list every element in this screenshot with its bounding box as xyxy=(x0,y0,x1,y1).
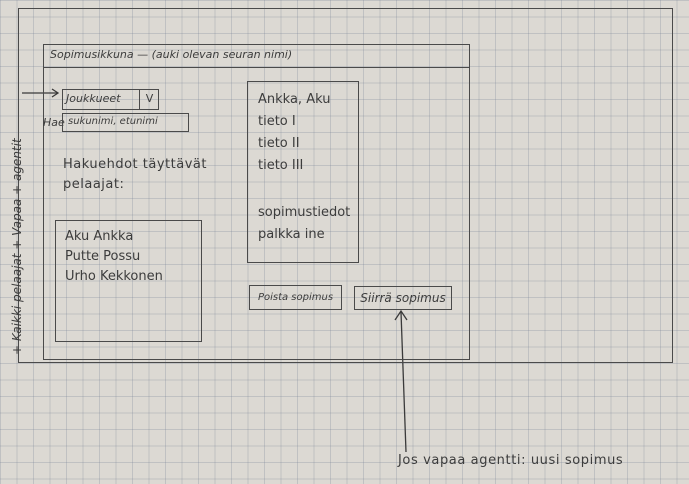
salary-info: palkka ine xyxy=(258,227,325,242)
search-label: Hae xyxy=(43,116,65,129)
bottom-annotation: Jos vapaa agentti: uusi sopimus xyxy=(398,453,624,468)
list-item[interactable]: Putte Possu xyxy=(65,249,141,264)
contract-info: sopimustiedot xyxy=(258,205,351,220)
detail-line: tieto II xyxy=(258,136,300,151)
list-item[interactable]: Aku Ankka xyxy=(65,229,134,244)
window-title: Sopimusikkuna — (auki olevan seuran nimi… xyxy=(50,48,293,61)
title-bar xyxy=(43,44,470,68)
detail-line: tieto III xyxy=(258,158,304,173)
delete-contract-button[interactable]: Poista sopimus xyxy=(249,285,342,310)
team-dropdown[interactable] xyxy=(62,89,159,110)
transfer-contract-button[interactable]: Siirrä sopimus xyxy=(354,286,452,310)
players-heading: Hakuehdot täyttävät pelaajat: xyxy=(63,157,207,192)
list-item[interactable]: Urho Kekkonen xyxy=(65,269,163,284)
side-annotation: + Kaikki pelaajat + Vapaa + agentit xyxy=(10,138,24,355)
contract-window xyxy=(18,8,673,363)
team-dropdown-value: Joukkueet xyxy=(66,92,121,105)
player-detail-panel xyxy=(247,81,359,263)
search-input-value: sukunimi, etunimi xyxy=(68,116,158,127)
player-name: Ankka, Aku xyxy=(258,92,331,107)
detail-line: tieto I xyxy=(258,114,296,129)
player-list xyxy=(55,220,202,342)
search-input[interactable] xyxy=(62,113,189,132)
chevron-down-icon[interactable]: V xyxy=(139,89,159,110)
